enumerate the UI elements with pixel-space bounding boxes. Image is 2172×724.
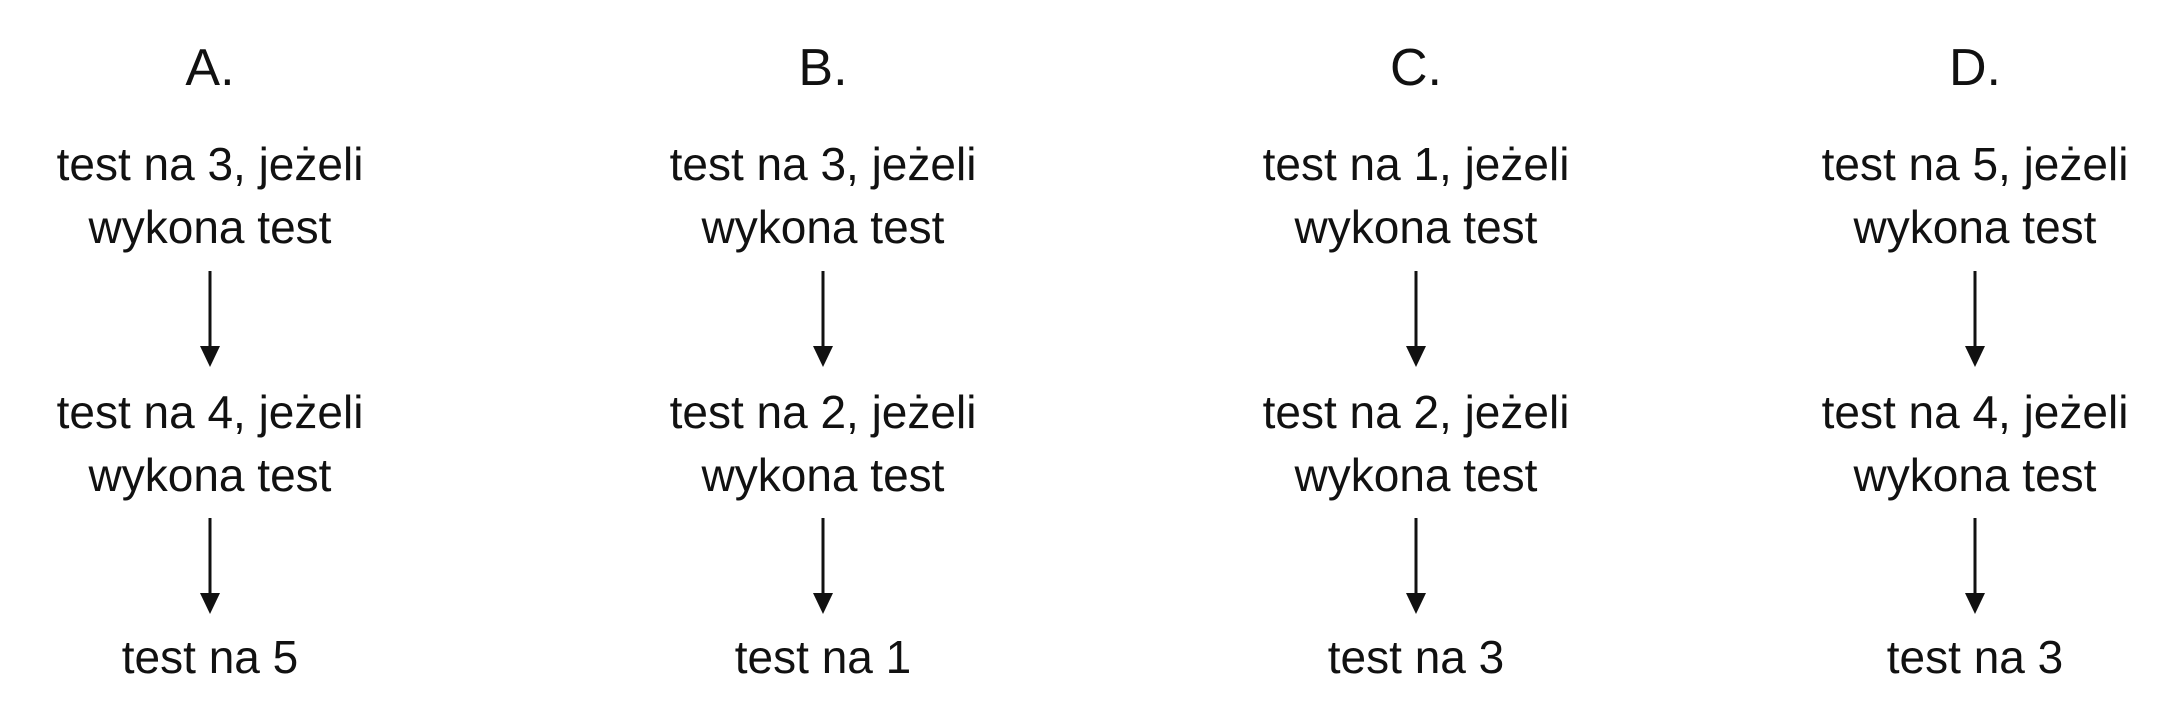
option-c-step-2-line-1: test na 2, jeżeli xyxy=(1262,386,1570,438)
option-a-step-2: test na 4, jeżeli wykona test xyxy=(0,381,470,507)
option-c-step-1-line-2: wykona test xyxy=(1294,201,1538,253)
option-b-step-1-line-1: test na 3, jeżeli xyxy=(669,138,977,190)
option-a-step-3-line-1: test na 5 xyxy=(121,631,299,683)
down-arrow-icon xyxy=(198,271,222,367)
option-a-step-1: test na 3, jeżeli wykona test xyxy=(0,133,470,259)
option-c-step-2: test na 2, jeżeli wykona test xyxy=(1156,381,1676,507)
down-arrow-icon xyxy=(1963,518,1987,614)
down-arrow-icon xyxy=(198,518,222,614)
option-d-step-2-line-2: wykona test xyxy=(1853,449,2097,501)
option-b-step-2: test na 2, jeżeli wykona test xyxy=(563,381,1083,507)
option-b-step-1: test na 3, jeżeli wykona test xyxy=(563,133,1083,259)
option-d-flow: D. test na 5, jeżeli wykona test test na… xyxy=(1715,0,2172,724)
option-a-flow: A. test na 3, jeżeli wykona test test na… xyxy=(0,0,470,724)
option-c-step-2-line-2: wykona test xyxy=(1294,449,1538,501)
option-d-step-1-line-2: wykona test xyxy=(1853,201,2097,253)
down-arrow-icon xyxy=(1404,518,1428,614)
option-a-step-2-line-2: wykona test xyxy=(88,449,332,501)
option-d-label: D. xyxy=(1949,39,2001,97)
option-d-step-1-line-1: test na 5, jeżeli xyxy=(1821,138,2129,190)
option-b-step-3: test na 1 xyxy=(563,626,1083,689)
option-d-step-1: test na 5, jeżeli wykona test xyxy=(1715,133,2172,259)
down-arrow-icon xyxy=(811,271,835,367)
option-a-step-2-line-1: test na 4, jeżeli xyxy=(56,386,364,438)
option-a-label: A. xyxy=(185,39,235,97)
option-a-step-3: test na 5 xyxy=(0,626,470,689)
option-d-step-2: test na 4, jeżeli wykona test xyxy=(1715,381,2172,507)
option-c-step-3-line-1: test na 3 xyxy=(1327,631,1505,683)
option-c-step-1-line-1: test na 1, jeżeli xyxy=(1262,138,1570,190)
option-b-step-1-line-2: wykona test xyxy=(701,201,945,253)
option-a-step-1-line-2: wykona test xyxy=(88,201,332,253)
option-c-flow: C. test na 1, jeżeli wykona test test na… xyxy=(1156,0,1676,724)
down-arrow-icon xyxy=(811,518,835,614)
option-c-label: C. xyxy=(1390,39,1442,97)
option-b-label: B. xyxy=(798,39,848,97)
option-c-step-3: test na 3 xyxy=(1156,626,1676,689)
option-b-flow: B. test na 3, jeżeli wykona test test na… xyxy=(563,0,1083,724)
option-d-step-2-line-1: test na 4, jeżeli xyxy=(1821,386,2129,438)
down-arrow-icon xyxy=(1404,271,1428,367)
option-a-step-1-line-1: test na 3, jeżeli xyxy=(56,138,364,190)
option-b-step-3-line-1: test na 1 xyxy=(734,631,912,683)
option-b-step-2-line-2: wykona test xyxy=(701,449,945,501)
option-c-step-1: test na 1, jeżeli wykona test xyxy=(1156,133,1676,259)
option-d-step-3: test na 3 xyxy=(1715,626,2172,689)
option-d-step-3-line-1: test na 3 xyxy=(1886,631,2064,683)
down-arrow-icon xyxy=(1963,271,1987,367)
option-b-step-2-line-1: test na 2, jeżeli xyxy=(669,386,977,438)
